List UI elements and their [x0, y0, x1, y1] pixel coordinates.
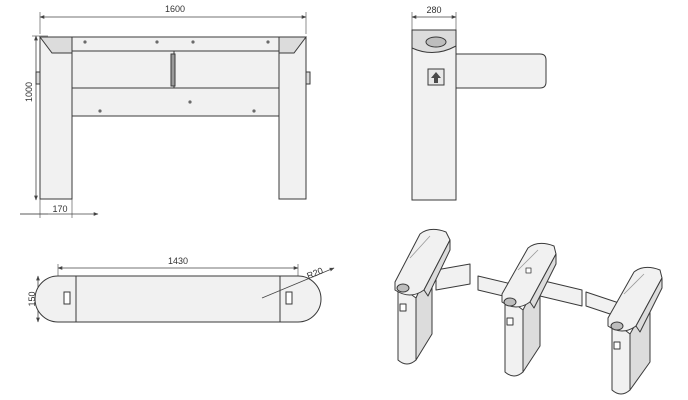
front-leg-label: 170 — [52, 204, 67, 214]
front-screws — [83, 40, 270, 113]
front-top-beam — [71, 36, 280, 52]
front-right-post — [278, 36, 307, 200]
top-outline — [34, 275, 322, 323]
top-view: 1430 150 R20 — [27, 256, 335, 323]
front-view: 1600 1000 — [20, 4, 311, 218]
up-arrow-icon — [427, 68, 445, 86]
front-right-bump — [305, 71, 311, 85]
top-radius-label: R20 — [305, 265, 324, 280]
iso-post-middle — [501, 242, 557, 377]
side-post — [411, 29, 457, 201]
side-barrier-arm — [455, 53, 547, 89]
front-width-label: 1600 — [165, 4, 185, 14]
top-length-label: 1430 — [168, 256, 188, 266]
side-view: 280 — [411, 5, 547, 201]
iso-post-left — [394, 228, 451, 365]
top-right-slot — [285, 291, 293, 305]
iso-arm-1 — [435, 263, 471, 291]
side-reader — [425, 36, 447, 48]
front-left-bump — [35, 71, 41, 85]
isometric-view — [394, 228, 663, 395]
top-left-slot — [63, 291, 71, 305]
top-depth-label: 150 — [27, 291, 37, 306]
front-width-dimension: 1600 — [39, 4, 307, 34]
front-center-handle — [170, 53, 176, 87]
side-width-dimension: 280 — [411, 5, 457, 30]
front-leg-dimension: 170 — [20, 199, 99, 218]
front-lower-panel — [71, 87, 280, 117]
front-left-post — [39, 36, 73, 200]
iso-post-right — [607, 266, 663, 395]
front-height-label: 1000 — [24, 82, 34, 102]
side-width-label: 280 — [426, 5, 441, 15]
